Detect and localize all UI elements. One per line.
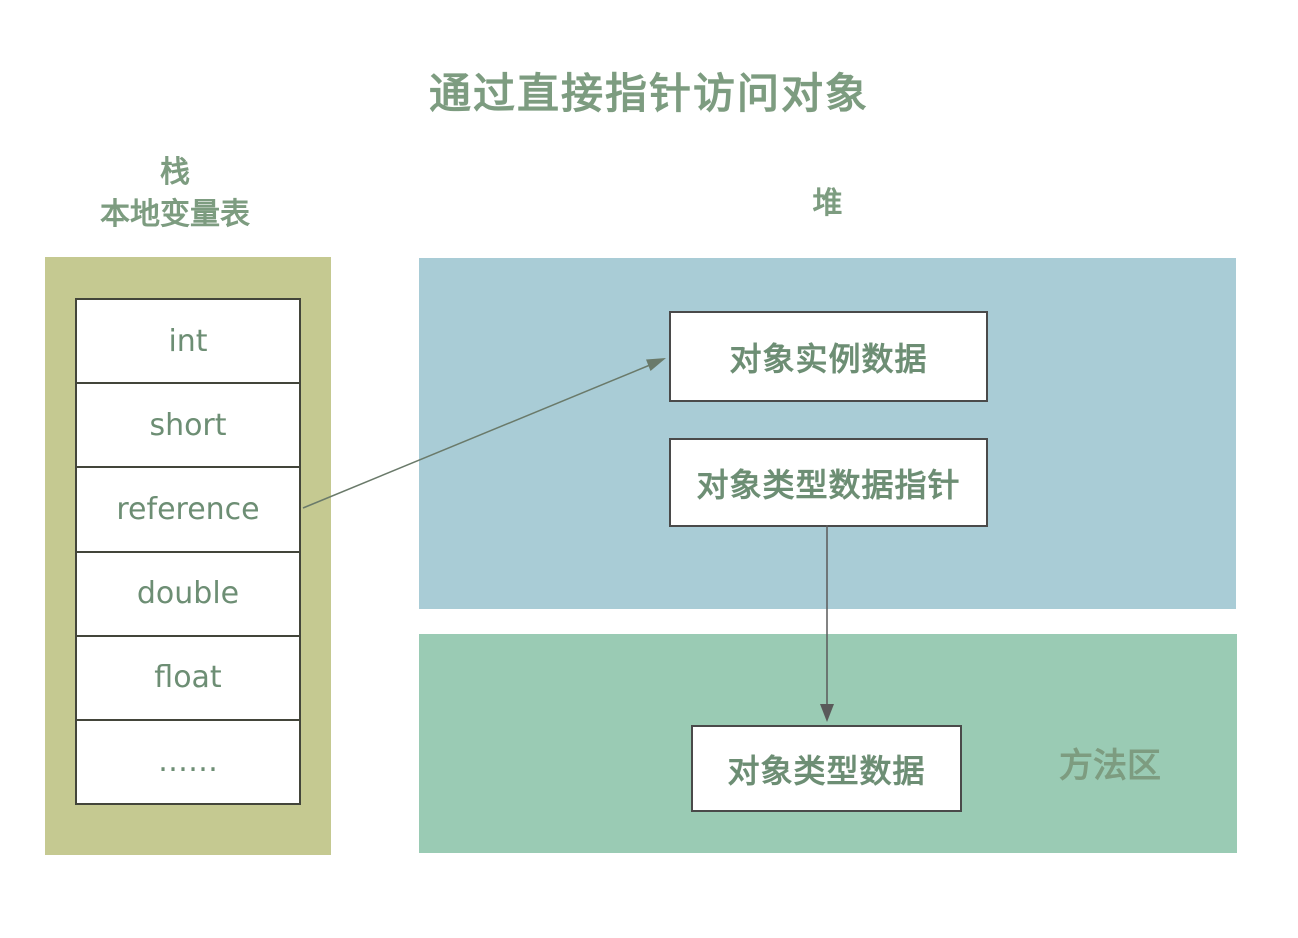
page-title: 通过直接指针访问对象	[428, 69, 869, 118]
heap-region-label: 堆	[812, 186, 843, 221]
object-type-data-pointer-box: 对象类型数据指针	[669, 438, 988, 527]
stack-region-label: 栈 本地变量表	[45, 152, 305, 236]
object-type-data-box: 对象类型数据	[691, 725, 962, 812]
slot-ellipsis: ……	[77, 720, 299, 804]
slot-short: short	[77, 384, 299, 469]
object-instance-data-box: 对象实例数据	[669, 311, 988, 402]
stack-label-line1: 栈	[160, 155, 190, 190]
local-variable-table: int short reference double float ……	[75, 298, 301, 805]
stack-label-line2: 本地变量表	[100, 197, 250, 232]
slot-float: float	[77, 636, 299, 721]
method-area-label: 方法区	[1059, 746, 1161, 786]
stack-region: int short reference double float ……	[45, 257, 331, 855]
slot-double: double	[77, 552, 299, 637]
slot-reference: reference	[77, 468, 299, 553]
slot-int: int	[77, 300, 299, 385]
